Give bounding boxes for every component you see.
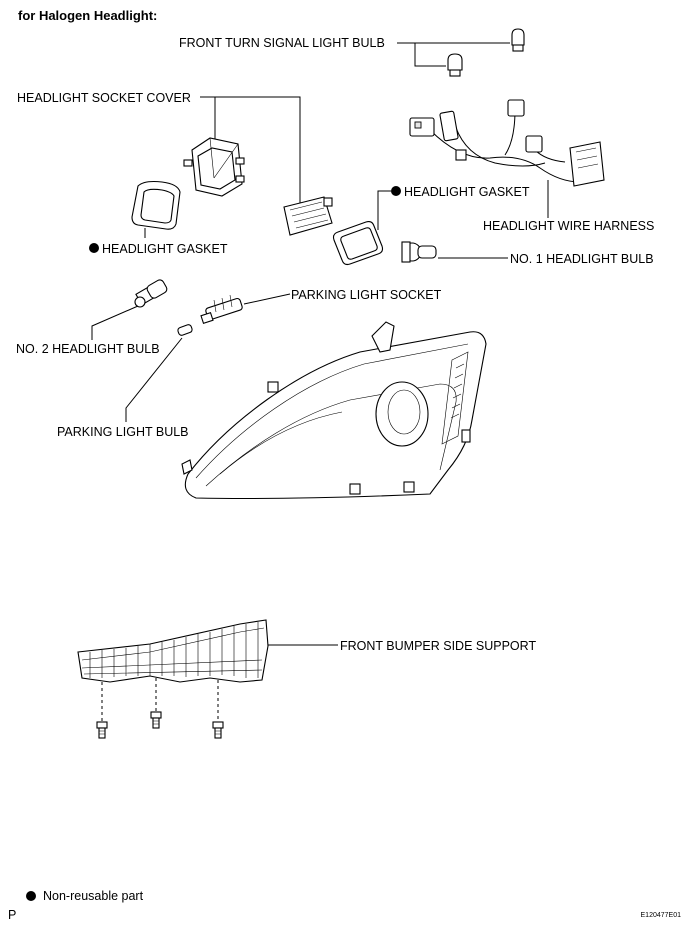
- headlight-assembly: [181, 321, 487, 500]
- screw-1: [96, 682, 108, 739]
- headlight-socket-cover-small: [283, 196, 333, 236]
- headlight-gasket-right: [332, 220, 384, 266]
- label-headlight-gasket-left: HEADLIGHT GASKET: [102, 242, 228, 256]
- headlight-socket-cover-large: [183, 137, 245, 197]
- label-headlight-wire-harness: HEADLIGHT WIRE HARNESS: [483, 219, 654, 233]
- label-headlight-socket-cover: HEADLIGHT SOCKET COVER: [17, 91, 191, 105]
- legend-non-reusable-label: Non-reusable part: [43, 889, 144, 903]
- label-parking-light-socket: PARKING LIGHT SOCKET: [291, 288, 442, 302]
- leader-parking-light-bulb: [125, 337, 183, 422]
- non-reusable-marker-left-gasket: [89, 243, 99, 253]
- turn-signal-bulb-1: [511, 28, 525, 52]
- label-front-turn-signal-light-bulb: FRONT TURN SIGNAL LIGHT BULB: [179, 36, 385, 50]
- headlight-gasket-left: [131, 180, 181, 230]
- diagram-title: for Halogen Headlight:: [18, 8, 157, 23]
- no1-headlight-bulb: [401, 241, 437, 263]
- leader-front-turn-signal: [397, 42, 510, 67]
- parking-light-bulb: [177, 324, 193, 336]
- non-reusable-marker-right-gasket: [391, 186, 401, 196]
- parking-light-socket: [200, 294, 243, 325]
- label-no1-headlight-bulb: NO. 1 HEADLIGHT BULB: [510, 252, 654, 266]
- label-headlight-gasket-right: HEADLIGHT GASKET: [404, 185, 530, 199]
- leader-no2-headlight-bulb: [91, 305, 139, 340]
- label-front-bumper-side-support: FRONT BUMPER SIDE SUPPORT: [340, 639, 536, 653]
- leader-parking-light-socket: [243, 293, 291, 305]
- leader-gasket-right: [377, 190, 391, 230]
- headlight-wire-harness: [409, 99, 605, 187]
- screw-3: [212, 680, 224, 739]
- legend-non-reusable-marker: [26, 891, 36, 901]
- label-no2-headlight-bulb: NO. 2 HEADLIGHT BULB: [16, 342, 160, 356]
- footer-figure-id: E120477E01: [641, 912, 682, 919]
- footer-page-code: P: [8, 908, 16, 922]
- front-bumper-side-support: [77, 619, 269, 683]
- label-parking-light-bulb: PARKING LIGHT BULB: [57, 425, 189, 439]
- screw-2: [150, 678, 162, 729]
- no2-headlight-bulb: [134, 279, 168, 308]
- turn-signal-bulb-2: [447, 53, 463, 77]
